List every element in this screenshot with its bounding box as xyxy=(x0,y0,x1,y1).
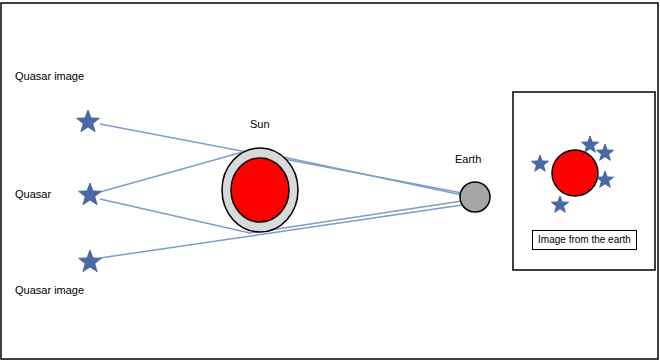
outer-frame xyxy=(1,3,658,359)
star-symbol xyxy=(531,155,548,171)
sun-view xyxy=(552,150,598,196)
earth-circle xyxy=(460,182,490,212)
star-symbol xyxy=(77,110,100,132)
star-symbol xyxy=(79,183,102,205)
inset-frame xyxy=(513,92,655,270)
text-label: Quasar image xyxy=(15,70,84,83)
light-paths xyxy=(100,124,462,258)
sun-disc xyxy=(231,158,289,222)
text-label: Sun xyxy=(250,118,270,131)
text-label: Quasar xyxy=(15,188,51,201)
star-symbol xyxy=(551,196,568,212)
text-label: Quasar image xyxy=(15,284,84,297)
sun-corona xyxy=(222,148,298,232)
star-symbol xyxy=(596,171,613,187)
text-label: Earth xyxy=(455,153,481,166)
box-text: Image from the earth xyxy=(533,234,636,246)
caption-box: Image from the earth xyxy=(532,230,637,250)
star-symbol xyxy=(596,144,613,160)
star-symbol xyxy=(79,250,102,272)
